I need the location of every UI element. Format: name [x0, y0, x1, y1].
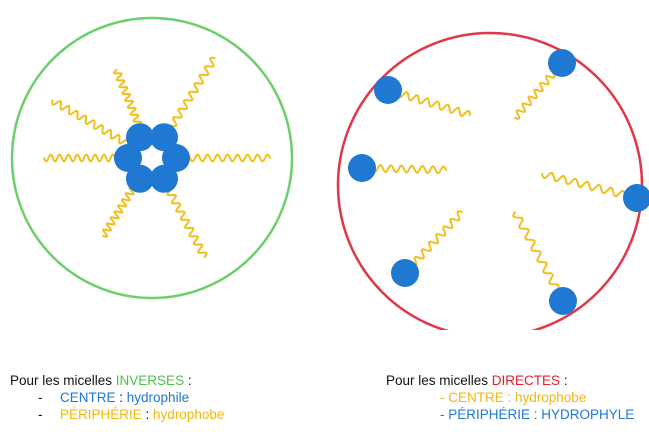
inverse-micelle	[10, 16, 294, 300]
hydrophilic-head	[348, 154, 376, 182]
inverse-keyword: INVERSES	[115, 373, 185, 388]
hydrophilic-head	[548, 49, 576, 77]
hydrophilic-head	[126, 123, 154, 152]
hydrophobic-tail	[404, 210, 463, 275]
inverse-heading: Pour les micelles INVERSES :	[10, 372, 224, 389]
hydrophobic-tail	[161, 181, 208, 258]
inverse-centre-sep: :	[115, 390, 127, 405]
direct-intro: Pour les micelles	[386, 373, 492, 388]
hydrophilic-head	[549, 287, 577, 315]
hydrophilic-head	[114, 144, 142, 172]
hydrophobic-tail	[165, 56, 216, 136]
inverse-caption: Pour les micelles INVERSES : - CENTRE : h…	[10, 372, 224, 423]
micelle-diagram	[10, 16, 649, 330]
hydrophobic-tail	[51, 99, 129, 145]
direct-keyword: DIRECTES	[491, 373, 561, 388]
hydrophilic-head	[391, 259, 419, 287]
direct-micelle	[336, 31, 649, 330]
hydrophobic-tail	[112, 68, 146, 133]
direct-heading: Pour les micelles DIRECTES :	[386, 372, 634, 389]
inverse-item-periphery: - PÉRIPHÉRIE : hydrophobe	[10, 406, 224, 423]
hydrophilic-head	[623, 184, 649, 212]
hydrophobic-tail	[179, 153, 271, 163]
direct-suffix: :	[560, 373, 568, 388]
inverse-suffix: :	[184, 373, 192, 388]
bullet-dash: -	[38, 390, 43, 405]
bullet-dash: -	[38, 407, 43, 422]
hydrophobic-tail	[361, 163, 447, 175]
inverse-item-centre: - CENTRE : hydrophile	[10, 389, 224, 406]
inverse-periphery-label: PÉRIPHÉRIE	[60, 407, 142, 422]
inverse-centre-label: CENTRE	[60, 390, 116, 405]
hydrophilic-head	[150, 123, 178, 152]
hydrophilic-head	[150, 164, 178, 193]
direct-caption: Pour les micelles DIRECTES : - CENTRE : …	[386, 372, 634, 423]
hydrophilic-head	[162, 144, 190, 172]
hydrophobic-tail	[101, 180, 139, 238]
direct-item-centre: - CENTRE : hydrophobe	[440, 390, 587, 405]
hydrophobic-tail	[541, 171, 638, 201]
inverse-intro: Pour les micelles	[10, 373, 116, 388]
inverse-periphery-value: hydrophobe	[153, 407, 225, 422]
hydrophilic-head	[126, 164, 154, 193]
inverse-periphery-sep: :	[141, 407, 154, 422]
inverse-centre-value: hydrophile	[126, 390, 190, 405]
hydrophobic-tail	[387, 87, 471, 118]
direct-item-periphery: - PÉRIPHÉRIE : HYDROPHYLE	[440, 407, 635, 422]
hydrophobic-tail	[43, 153, 125, 163]
hydrophobic-tail	[512, 211, 566, 302]
inverse-micelle-boundary	[10, 16, 294, 300]
hydrophilic-head	[374, 76, 402, 104]
